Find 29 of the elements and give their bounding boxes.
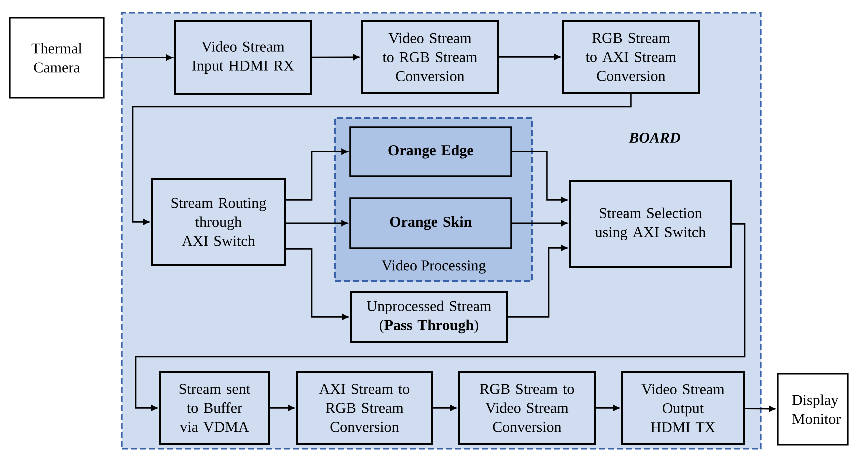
arrow xyxy=(286,248,349,320)
process-box: RGB Stream to Video Stream Conversion xyxy=(458,371,596,445)
arrow xyxy=(508,245,568,318)
device-box: Thermal Camera xyxy=(9,17,105,99)
arrow xyxy=(270,405,295,412)
process-box: Stream sent to Buffer via VDMA xyxy=(159,371,270,445)
arrow xyxy=(312,54,360,60)
arrow xyxy=(286,220,348,226)
arrow xyxy=(132,94,632,226)
arrow xyxy=(286,148,348,201)
arrow xyxy=(512,220,568,226)
process-box: Video Stream Input HDMI RX xyxy=(174,20,312,95)
arrow xyxy=(596,405,620,412)
process-box: RGB Stream to AXI Stream Conversion xyxy=(562,20,700,94)
device-box: Display Monitor xyxy=(777,373,849,446)
arrow xyxy=(433,405,457,412)
arrow xyxy=(104,54,173,61)
process-box: Video Stream Output HDMI TX xyxy=(621,371,745,445)
filter-box: Orange Skin xyxy=(350,198,512,250)
arrow xyxy=(512,151,568,204)
arrow xyxy=(499,54,561,60)
process-box: Stream Selection using AXI Switch xyxy=(569,180,732,268)
arrow xyxy=(135,224,746,412)
process-box: Stream Routing through AXI Switch xyxy=(151,178,286,266)
process-box: AXI Stream to RGB Stream Conversion xyxy=(296,371,433,445)
arrow xyxy=(745,406,776,412)
filter-box: Orange Edge xyxy=(350,126,512,178)
process-box: Video Stream to RGB Stream Conversion xyxy=(361,20,499,94)
process-box: Unprocessed Stream (Pass Through) xyxy=(350,291,508,343)
